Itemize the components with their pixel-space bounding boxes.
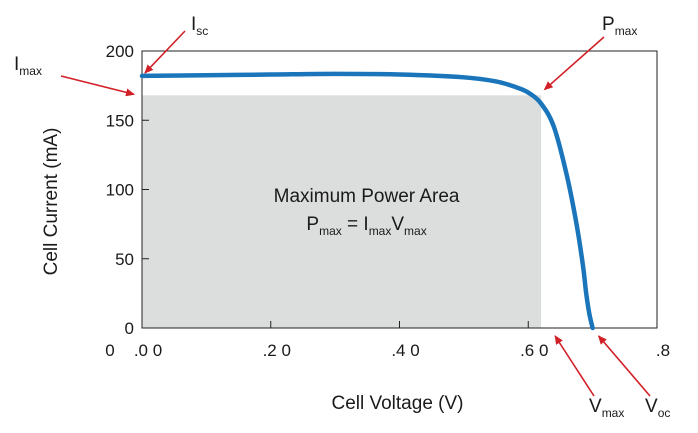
x-tick-label: .4 0 — [391, 341, 419, 360]
formula-v: V — [391, 214, 404, 235]
iv-curve-line — [139, 71, 595, 331]
x-tick-label: .0 0 — [134, 341, 162, 360]
x-axis-ticks: .0 0 .2 0 .4 0 .6 0 .8 0 — [105, 321, 670, 360]
y-tick-label: 200 — [106, 42, 134, 61]
formula-i-sub: max — [369, 224, 392, 238]
annotation-arrow — [597, 335, 651, 397]
y-tick-label: 50 — [115, 250, 134, 269]
formula-p-sub: max — [319, 224, 342, 238]
y-tick-label: 100 — [106, 181, 134, 200]
y-axis-label: Cell Current (mA) — [41, 128, 62, 276]
y-axis-ticks: 0 50 100 150 200 — [106, 42, 149, 338]
annotation-label: Isc — [191, 14, 208, 38]
annotation-arrow — [60, 75, 135, 97]
annotation-arrow — [543, 36, 605, 91]
x-tick-label: .8 — [656, 341, 670, 360]
annotation-label: Imax — [14, 54, 42, 78]
annotation-arrow — [144, 30, 186, 74]
annotation-arrow — [554, 335, 595, 397]
formula-p: P — [306, 214, 319, 235]
maximum-power-area — [142, 95, 542, 328]
y-tick-label: 150 — [106, 111, 134, 130]
formula-v-sub: max — [404, 224, 427, 238]
annotation-label: Pmax — [602, 14, 637, 38]
annotation-label: Voc — [645, 396, 670, 420]
annotation-label: Vmax — [589, 396, 624, 420]
x-tick-label: .6 0 — [520, 341, 548, 360]
area-label-formula: Pmax = ImaxVmax — [306, 214, 426, 238]
formula-i: I — [363, 214, 368, 235]
x-axis-label: Cell Voltage (V) — [331, 393, 463, 414]
x-tick-label: .2 0 — [263, 341, 291, 360]
x-origin-label: 0 — [105, 341, 114, 360]
formula-eq: = — [342, 214, 364, 235]
area-label-line1: Maximum Power Area — [274, 186, 460, 207]
y-tick-label: 0 — [125, 319, 134, 338]
